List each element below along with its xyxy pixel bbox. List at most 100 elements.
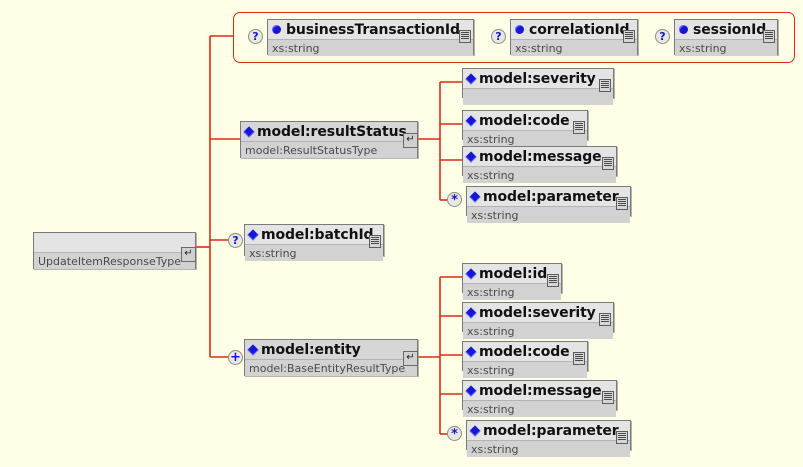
node-sessionId-type: xs:string [675, 40, 777, 56]
node-sessionId[interactable]: sessionId xs:string [674, 19, 778, 56]
node-model-parameter-2-header: model:parameter [467, 421, 630, 444]
node-model-resultStatus-header: model:resultStatus [241, 122, 417, 142]
node-model-message-1-type: xs:string [463, 167, 616, 183]
node-model-severity-1-name: model:severity [479, 70, 596, 87]
element-diamond-icon [465, 345, 477, 358]
node-model-message-2-name: model:message [479, 382, 602, 399]
node-model-message-2-type: xs:string [463, 401, 616, 417]
node-businessTransactionId-header: businessTransactionId [268, 20, 473, 43]
node-model-resultStatus[interactable]: model:resultStatus model:ResultStatusTyp… [240, 121, 418, 158]
element-diamond-icon [247, 343, 259, 356]
node-model-entity-name: model:entity [261, 341, 361, 358]
element-circle-icon [679, 25, 688, 34]
node-sessionId-name: sessionId [693, 21, 767, 38]
node-model-entity-header: model:entity [245, 340, 417, 360]
attribute-lines-icon [602, 391, 614, 404]
node-model-batchId-name: model:batchId [261, 226, 374, 243]
element-diamond-icon [465, 150, 477, 163]
node-businessTransactionId-name: businessTransactionId [286, 21, 460, 38]
node-businessTransactionId-type: xs:string [268, 40, 473, 56]
occurrence-badge-zero-or-more: * [447, 426, 462, 442]
optional-attribute-group [233, 12, 795, 63]
node-model-batchId-header: model:batchId [245, 225, 383, 248]
attribute-lines-icon [599, 79, 611, 92]
expander-icon[interactable]: ↵ [403, 351, 418, 366]
node-model-severity-1-type [463, 89, 613, 105]
node-correlationId-name: correlationId [529, 21, 630, 38]
occurrence-badge-zero-or-more: * [447, 192, 462, 208]
node-root-header [34, 233, 195, 253]
node-model-resultStatus-name: model:resultStatus [257, 123, 407, 140]
node-model-parameter-1[interactable]: model:parameter xs:string [466, 186, 631, 223]
node-root-UpdateItemResponseType[interactable]: UpdateItemResponseType ↵ [33, 232, 196, 269]
node-model-code-2-header: model:code [463, 342, 587, 365]
attribute-lines-icon [573, 352, 585, 365]
element-diamond-icon [465, 306, 477, 319]
element-circle-icon [515, 25, 524, 34]
expander-icon[interactable]: ↵ [181, 247, 196, 262]
occurrence-badge-optional: ? [655, 29, 670, 44]
node-model-parameter-2[interactable]: model:parameter xs:string [466, 420, 631, 457]
node-model-code-1-type: xs:string [463, 131, 587, 147]
attribute-lines-icon [547, 274, 559, 287]
node-model-parameter-2-name: model:parameter [483, 422, 619, 439]
node-model-parameter-2-type: xs:string [467, 441, 630, 457]
attribute-lines-icon [616, 197, 628, 210]
attribute-lines-icon [573, 121, 585, 134]
node-model-batchId-type: xs:string [245, 245, 383, 261]
element-circle-icon [272, 25, 281, 34]
node-model-message-2[interactable]: model:message xs:string [462, 380, 617, 417]
attribute-lines-icon [459, 30, 471, 43]
element-diamond-icon [243, 125, 255, 138]
attribute-lines-icon [763, 30, 775, 43]
node-model-severity-1[interactable]: model:severity [462, 68, 614, 105]
node-model-id-name: model:id [479, 265, 548, 282]
occurrence-badge-optional: ? [248, 29, 263, 44]
node-model-entity[interactable]: model:entity model:BaseEntityResultType … [244, 339, 418, 376]
occurrence-badge-optional: ? [491, 29, 506, 44]
node-model-code-1-name: model:code [479, 112, 570, 129]
element-diamond-icon [465, 267, 477, 280]
element-diamond-icon [247, 228, 259, 241]
node-model-severity-2-name: model:severity [479, 304, 596, 321]
occurrence-badge-optional: ? [228, 233, 243, 248]
node-businessTransactionId[interactable]: businessTransactionId xs:string [267, 19, 474, 56]
node-root-type: UpdateItemResponseType [34, 253, 195, 269]
node-model-code-1[interactable]: model:code xs:string [462, 110, 588, 147]
node-sessionId-header: sessionId [675, 20, 777, 43]
node-model-id-header: model:id [463, 264, 561, 287]
node-model-severity-1-header: model:severity [463, 69, 613, 92]
element-diamond-icon [465, 114, 477, 127]
node-model-parameter-1-type: xs:string [467, 207, 630, 223]
node-model-severity-2[interactable]: model:severity xs:string [462, 302, 614, 339]
occurrence-badge-one-or-more: + [228, 350, 243, 365]
node-model-code-2-type: xs:string [463, 362, 587, 378]
node-model-severity-2-type: xs:string [463, 323, 613, 339]
attribute-lines-icon [369, 235, 381, 248]
attribute-lines-icon [602, 157, 614, 170]
element-diamond-icon [465, 384, 477, 397]
element-diamond-icon [469, 424, 481, 437]
node-model-message-1-name: model:message [479, 148, 602, 165]
node-model-message-1[interactable]: model:message xs:string [462, 146, 617, 183]
expander-icon[interactable]: ↵ [403, 133, 418, 148]
node-model-id-type: xs:string [463, 284, 561, 300]
node-correlationId-header: correlationId [511, 20, 637, 43]
node-model-severity-2-header: model:severity [463, 303, 613, 326]
node-model-message-2-header: model:message [463, 381, 616, 404]
element-diamond-icon [465, 72, 477, 85]
node-correlationId-type: xs:string [511, 40, 637, 56]
node-model-code-2[interactable]: model:code xs:string [462, 341, 588, 378]
attribute-lines-icon [599, 313, 611, 326]
element-diamond-icon [469, 190, 481, 203]
attribute-lines-icon [616, 431, 628, 444]
node-model-message-1-header: model:message [463, 147, 616, 170]
attribute-lines-icon [623, 30, 635, 43]
node-model-batchId[interactable]: model:batchId xs:string [244, 224, 384, 261]
node-model-id[interactable]: model:id xs:string [462, 263, 562, 300]
node-model-code-2-name: model:code [479, 343, 570, 360]
node-model-parameter-1-name: model:parameter [483, 188, 619, 205]
node-model-code-1-header: model:code [463, 111, 587, 134]
node-correlationId[interactable]: correlationId xs:string [510, 19, 638, 56]
